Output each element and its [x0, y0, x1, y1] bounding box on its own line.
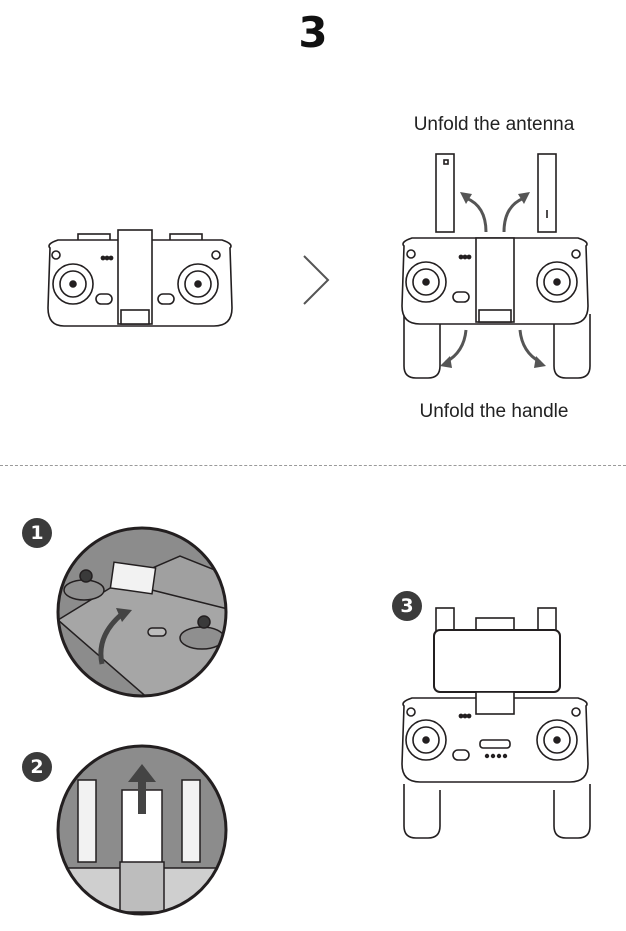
caption-unfold-handle: Unfold the handle [419, 401, 569, 422]
step-badge-3: 3 [392, 591, 422, 621]
caption-unfold-antenna: Unfold the antenna [413, 114, 575, 135]
step-number: 3 [298, 8, 328, 57]
step-badge-2: 2 [22, 752, 52, 782]
section-divider [0, 465, 626, 466]
step-badge-1: 1 [22, 518, 52, 548]
